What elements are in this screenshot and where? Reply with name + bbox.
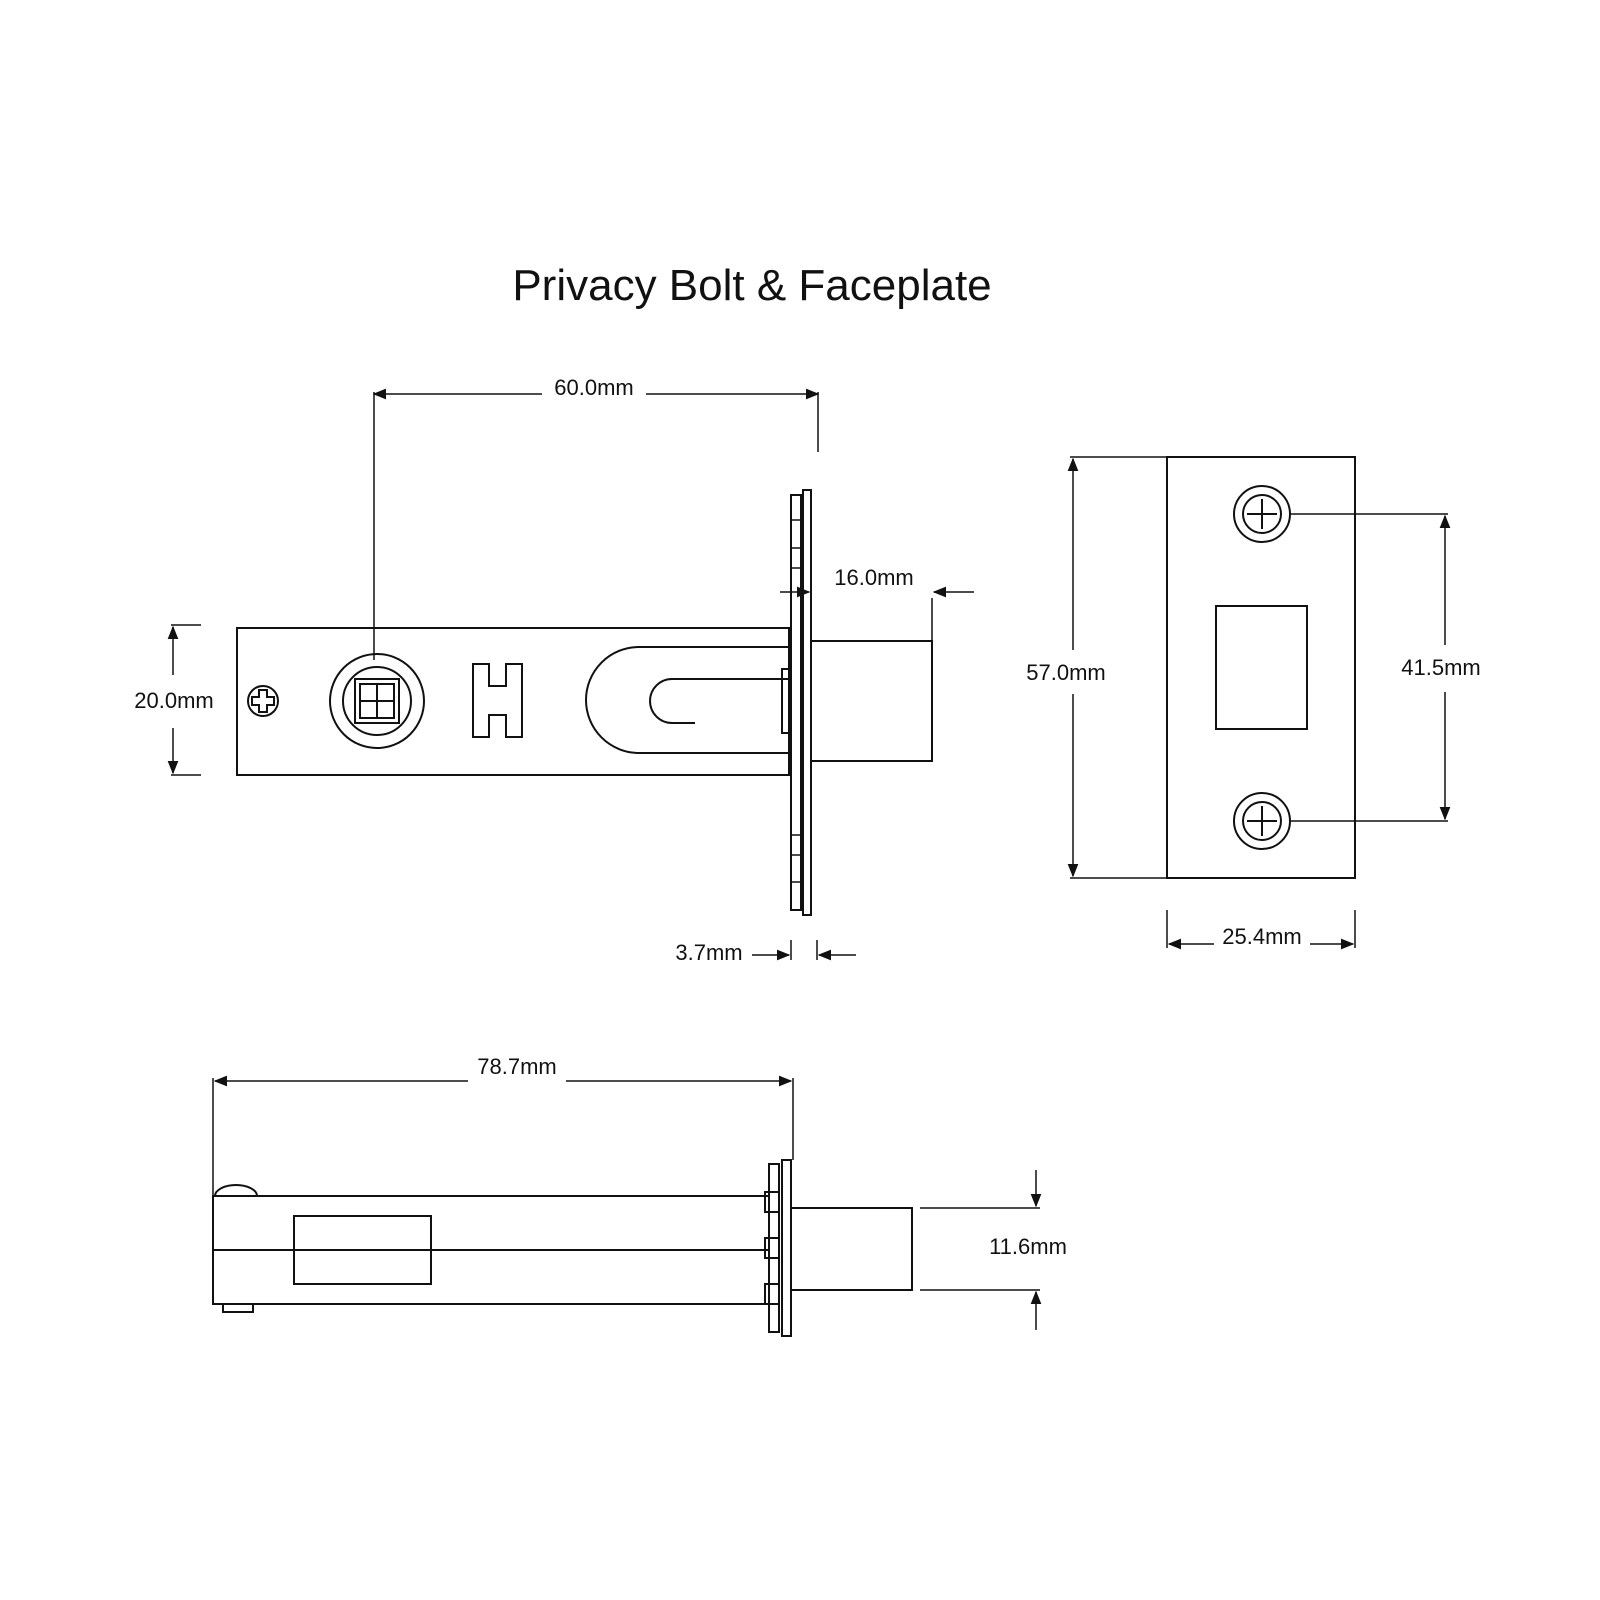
dim-label-bolt-height: 20.0mm xyxy=(134,688,213,713)
faceplate-flange-outer xyxy=(802,489,812,916)
top-screw-icon xyxy=(1233,485,1291,543)
flange-screw-marks xyxy=(791,519,801,883)
side-bolt-tongue xyxy=(790,1207,913,1291)
side-flange-outer xyxy=(781,1159,792,1337)
spindle-hub-icon xyxy=(329,653,425,749)
dim-label-faceplate-thickness: 3.7mm xyxy=(675,940,742,965)
side-screw-head-bottom xyxy=(222,1304,254,1313)
end-screw-icon xyxy=(247,685,279,717)
side-elevation: 78.7mm 11.6mm xyxy=(212,1054,1067,1337)
dim-label-projection: 16.0mm xyxy=(834,565,913,590)
side-flange-inner xyxy=(768,1163,780,1333)
dim-label-faceplate-width: 25.4mm xyxy=(1222,924,1301,949)
bolt-tongue xyxy=(810,640,933,762)
faceplate-view: 57.0mm 41.5mm 25.4mm xyxy=(1026,456,1481,950)
faceplate-outline xyxy=(1166,456,1356,879)
h-slot-icon xyxy=(472,663,523,738)
drawing-title: Privacy Bolt & Faceplate xyxy=(512,261,991,310)
bolt-slot xyxy=(585,646,789,754)
dim-label-bolt-thickness: 11.6mm xyxy=(989,1234,1067,1259)
front-elevation: 60.0mm 20.0mm 16.0mm 3.7mm xyxy=(134,375,974,965)
side-window xyxy=(293,1215,432,1285)
bolt-aperture xyxy=(1215,605,1308,730)
bottom-screw-icon xyxy=(1233,792,1291,850)
side-screw-head-top xyxy=(214,1184,258,1197)
dim-label-screw-centres: 41.5mm xyxy=(1401,655,1480,680)
bolt-slot-inner xyxy=(649,678,789,724)
bolt-stop xyxy=(781,668,792,734)
dim-label-backset: 60.0mm xyxy=(554,375,633,400)
faceplate-flange-inner xyxy=(790,494,802,911)
dim-label-overall-length: 78.7mm xyxy=(477,1054,556,1079)
dim-label-faceplate-height: 57.0mm xyxy=(1026,660,1105,685)
bolt-body xyxy=(236,627,790,776)
